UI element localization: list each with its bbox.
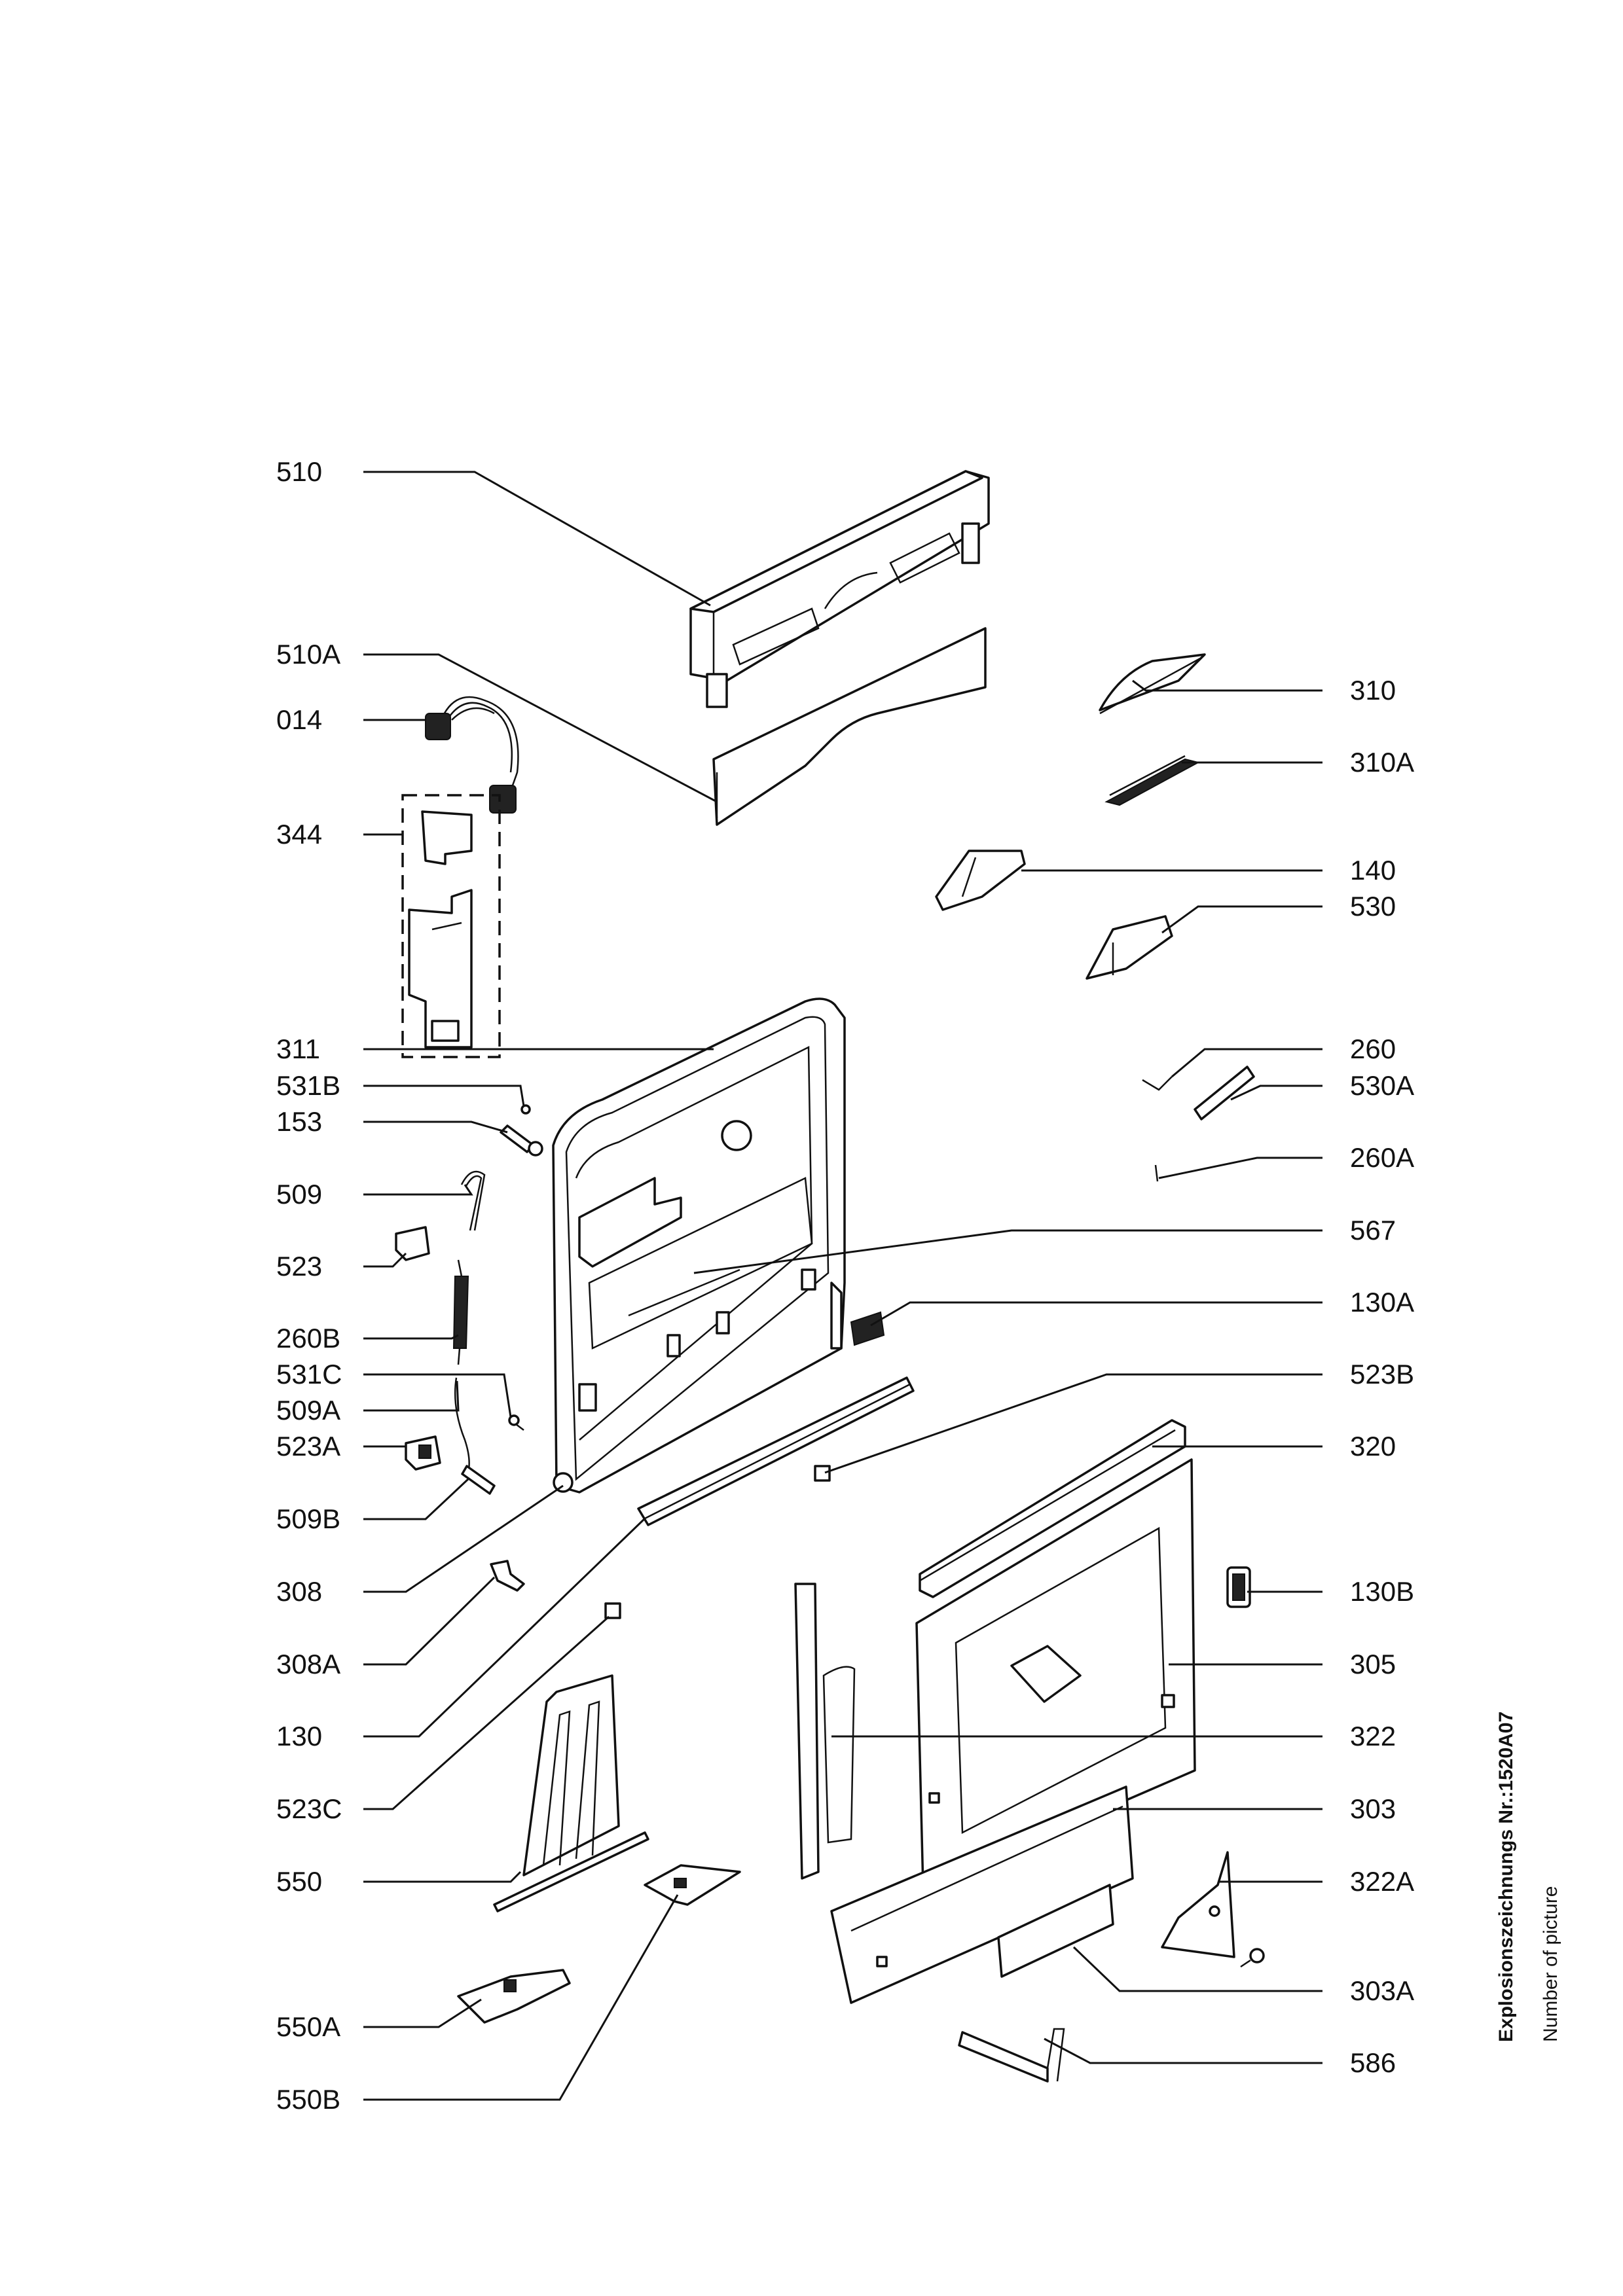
deflector-310 — [1099, 653, 1206, 715]
panel-322a — [1161, 1851, 1235, 1958]
door-spring — [452, 1259, 469, 1365]
bracket-523 — [395, 1226, 430, 1261]
rail-530a — [1194, 1066, 1255, 1121]
leader-lines — [363, 471, 1322, 2101]
callout-531b: 531B — [276, 1070, 340, 1101]
wiring-harness — [425, 696, 519, 814]
callout-550a: 550A — [276, 2011, 340, 2042]
clip-523b — [814, 1465, 831, 1482]
callout-014: 014 — [276, 704, 322, 735]
callout-140: 140 — [1350, 855, 1396, 886]
callout-303a: 303A — [1350, 1975, 1414, 2006]
callout-305: 305 — [1350, 1649, 1396, 1679]
drawing-number: Explosionszeichnungs Nr.:1520A07 — [1495, 1712, 1517, 2042]
callout-530a: 530A — [1350, 1070, 1414, 1101]
pin-260a — [1154, 1164, 1159, 1182]
rail-586 — [958, 2028, 1065, 2083]
strip-303a — [997, 1884, 1114, 1978]
block-130a — [850, 1311, 885, 1346]
callout-260a: 260A — [1350, 1142, 1414, 1173]
callout-509: 509 — [276, 1179, 322, 1210]
callout-130a: 130A — [1350, 1287, 1414, 1318]
callout-320: 320 — [1350, 1431, 1396, 1462]
base-bracket-550 — [493, 1674, 649, 1912]
callout-303: 303 — [1350, 1793, 1396, 1824]
part-drawings — [395, 470, 1265, 2083]
callout-510a: 510A — [276, 639, 340, 670]
bracket-140 — [935, 850, 1026, 911]
block-130b — [1226, 1566, 1251, 1608]
inner-door-panel — [915, 1458, 1196, 1890]
clip-260 — [1142, 1076, 1173, 1091]
callout-130: 130 — [276, 1721, 322, 1751]
callout-530: 530 — [1350, 891, 1396, 922]
clip-523c — [604, 1602, 621, 1619]
side-caption: Explosionszeichnungs Nr.:1520A07 Number … — [1495, 1712, 1561, 2042]
door-frame — [552, 997, 846, 1494]
hinge-arm-509 — [460, 1170, 486, 1231]
callout-labels-right: 310 310A 140 530 260 530A 260A 567 130A … — [1350, 675, 1414, 2078]
callout-523: 523 — [276, 1251, 322, 1282]
callout-510: 510 — [276, 456, 322, 487]
callout-523b: 523B — [1350, 1359, 1414, 1390]
callout-531c: 531C — [276, 1359, 342, 1390]
callout-586: 586 — [1350, 2047, 1396, 2078]
callout-130b: 130B — [1350, 1576, 1414, 1607]
callout-308: 308 — [276, 1576, 322, 1607]
front-panel-strip — [712, 627, 987, 826]
callout-308a: 308A — [276, 1649, 340, 1679]
bracket-530 — [1085, 915, 1173, 980]
foot-bracket-550b — [644, 1864, 741, 1906]
callout-567: 567 — [1350, 1215, 1396, 1246]
callout-523c: 523C — [276, 1793, 342, 1824]
callout-labels-left: 510 510A 014 344 311 531B 153 509 523 26… — [276, 456, 342, 2115]
door-lock-assembly — [401, 794, 501, 1058]
callout-322a: 322A — [1350, 1866, 1414, 1897]
picture-label: Number of picture — [1540, 1886, 1561, 2042]
foot-bracket-550a — [457, 1969, 571, 2024]
callout-550: 550 — [276, 1866, 322, 1897]
small-screw-531b — [520, 1104, 531, 1115]
gasket-322 — [794, 1583, 856, 1880]
callout-322: 322 — [1350, 1721, 1396, 1751]
callout-523a: 523A — [276, 1431, 340, 1462]
bracket-523a — [405, 1435, 441, 1471]
callout-260b: 260B — [276, 1323, 340, 1354]
callout-310: 310 — [1350, 675, 1396, 706]
callout-260: 260 — [1350, 1033, 1396, 1064]
callout-153: 153 — [276, 1106, 322, 1137]
hinge-bolt — [500, 1124, 543, 1157]
callout-509a: 509A — [276, 1395, 340, 1426]
callout-550b: 550B — [276, 2084, 340, 2115]
callout-509b: 509B — [276, 1503, 340, 1534]
kick-plate-303 — [830, 1785, 1134, 2004]
callout-311: 311 — [276, 1033, 320, 1064]
screw-322a — [1240, 1948, 1265, 1968]
hinge-pin-509b — [461, 1465, 496, 1495]
clip-308a — [490, 1560, 525, 1592]
control-panel-housing — [689, 470, 990, 708]
callout-344: 344 — [276, 819, 322, 850]
screw-531c — [508, 1414, 524, 1431]
hinge-cable-509a — [454, 1377, 470, 1473]
callout-310a: 310A — [1350, 747, 1414, 778]
